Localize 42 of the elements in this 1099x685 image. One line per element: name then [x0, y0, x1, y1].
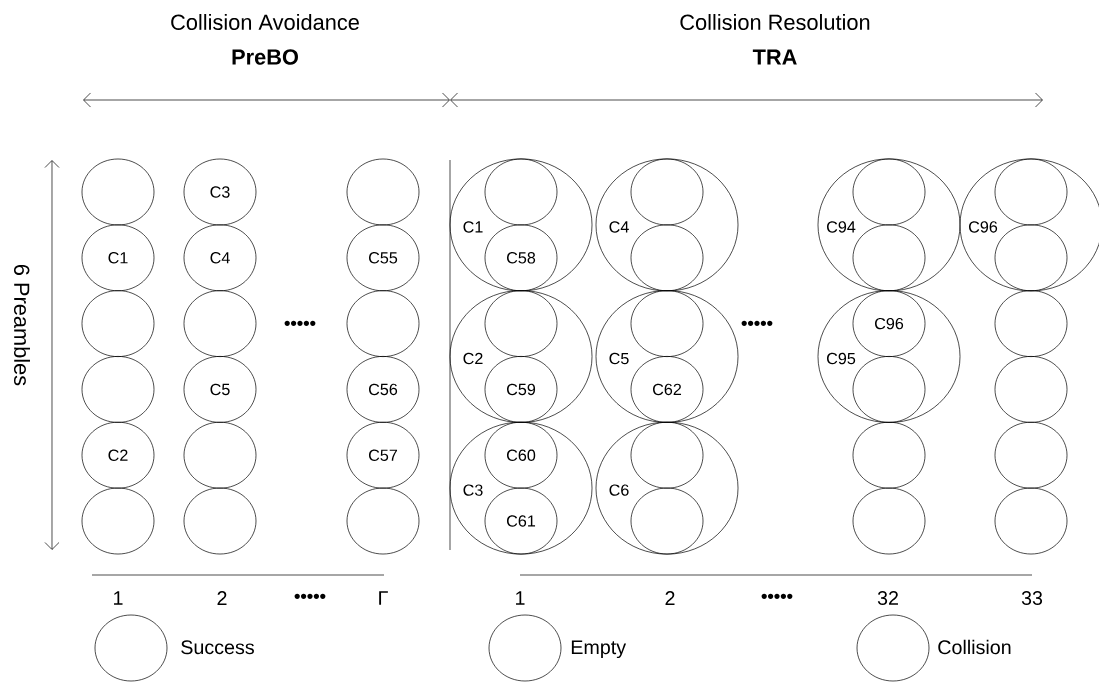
ellipsis: •••••: [741, 320, 773, 326]
slot-circle: [484, 290, 558, 357]
slot-circle: [346, 487, 420, 555]
ellipsis: •••••: [761, 593, 793, 599]
tick-label: 2: [665, 591, 675, 605]
slot-circle: [994, 356, 1068, 423]
slot-circle: [81, 290, 155, 357]
legend-entry: Success: [94, 614, 254, 682]
heading: Collision Avoidance: [171, 14, 359, 30]
tick-label: 1: [516, 591, 525, 605]
slot-circle: [183, 421, 257, 489]
ellipsis: •••••: [284, 320, 316, 326]
slot-circle: [81, 487, 155, 555]
tick-label: 1: [114, 591, 123, 605]
slot-circle: [630, 290, 704, 357]
slot-circle: [630, 158, 704, 226]
slot-circle: [81, 356, 155, 423]
tick-label: Γ: [379, 591, 388, 605]
slot-circle: [183, 487, 257, 555]
axis-label: 6 Preambles: [14, 264, 30, 386]
slot-circle: [346, 290, 420, 357]
slot-circle: [484, 158, 558, 226]
slot-circle: [346, 158, 420, 226]
tick-label: 2: [217, 591, 227, 605]
slot-circle: [630, 421, 704, 489]
slot-circle: [183, 290, 257, 357]
slot-circle: [852, 487, 926, 555]
slot-circle: [630, 224, 704, 292]
heading: Collision Resolution: [680, 14, 870, 30]
legend-entry: Empty: [488, 614, 627, 682]
slot-circle: [994, 421, 1068, 489]
ellipsis: •••••: [294, 593, 326, 599]
slot-circle: [994, 487, 1068, 555]
slot-circle: [81, 158, 155, 226]
slot-circle: [994, 290, 1068, 357]
tick-label: 32: [877, 591, 898, 605]
legend-entry: Collision: [856, 614, 1011, 682]
slot-circle: [852, 421, 926, 489]
slot-circle: [630, 487, 704, 555]
tick-label: 33: [1021, 591, 1043, 605]
heading: TRA: [752, 49, 797, 65]
heading: PreBO: [232, 49, 298, 65]
